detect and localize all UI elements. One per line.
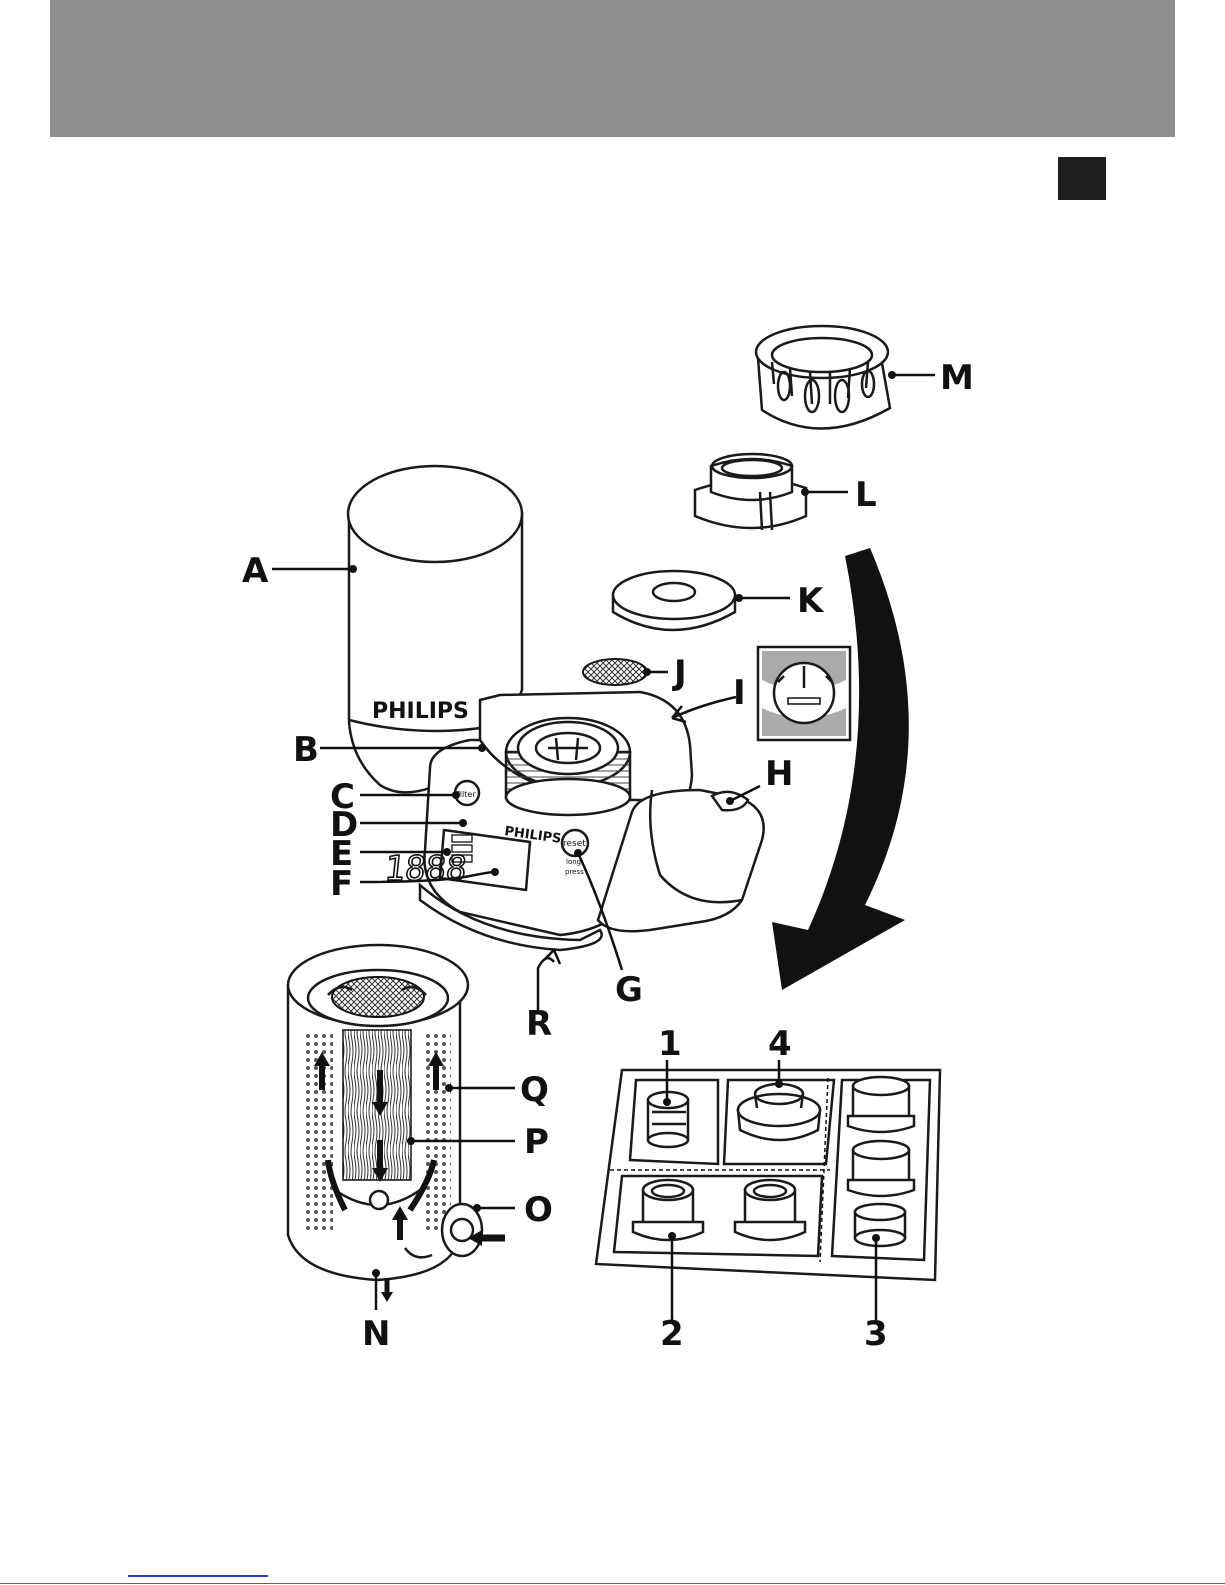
adapter-number-2: 2 [660,1314,684,1354]
adapter-number-4: 4 [768,1024,792,1064]
callout-O: O [524,1190,553,1230]
bottom-rule [0,1583,1225,1584]
callout-Q: Q [520,1070,549,1110]
cartridge-cutaway [288,945,505,1302]
reset-hint-line1: long [566,858,581,866]
callout-L: L [855,475,877,515]
sieve-J [583,659,647,685]
reset-button-label: reset [563,839,586,849]
callout-N: N [362,1314,390,1354]
cartridge-logo: PHILIPS [372,699,469,724]
mounting-nut-M [756,326,890,429]
adapter-number-3: 3 [864,1314,888,1354]
callout-H: H [765,754,793,794]
adapter-card [596,1070,940,1280]
callout-J: J [672,653,687,693]
callout-A: A [242,551,269,591]
display-digits: 1888 [383,849,469,889]
callout-B: B [293,730,319,770]
callout-I: I [733,673,746,713]
callout-F: F [330,864,353,904]
callout-M: M [940,358,974,398]
callout-G: G [615,970,643,1010]
adapter-ring-L [695,454,806,530]
callout-R: R [526,1004,552,1044]
callout-P: P [524,1122,549,1162]
footer-link-underline[interactable] [128,1575,268,1577]
reset-hint-line2: press [565,868,584,876]
washer-K [613,571,735,630]
adapter-number-1: 1 [658,1024,682,1064]
callout-K: K [797,581,825,621]
mode-selector-inset-I [758,647,850,740]
